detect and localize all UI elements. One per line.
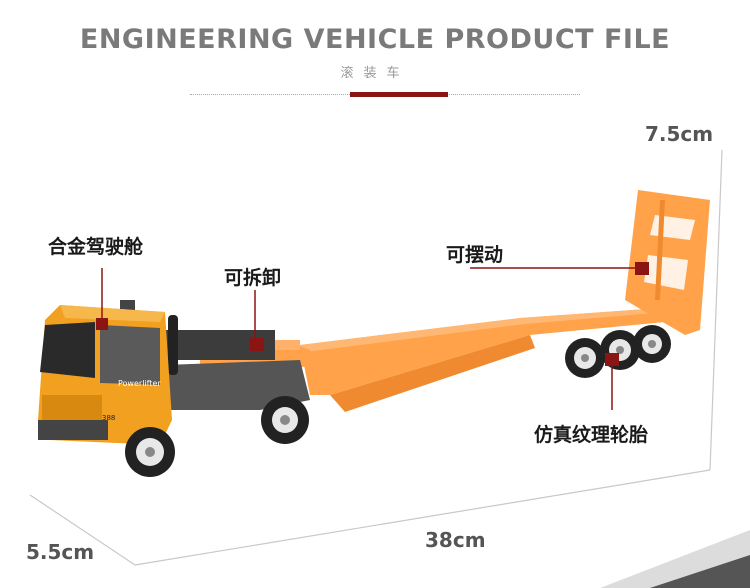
callout-cab-label: 合金驾驶舱	[48, 236, 144, 258]
cab-number: 388	[102, 414, 115, 422]
width-line	[29, 494, 136, 566]
page-title: ENGINEERING VEHICLE PRODUCT FILE	[79, 24, 671, 55]
callout-tires-label: 仿真纹理轮胎	[534, 424, 649, 446]
callout-detachable-label: 可拆卸	[224, 267, 282, 289]
callout-cab	[96, 268, 108, 330]
callout-swingable	[470, 262, 649, 275]
width-dimension: 5.5cm	[26, 540, 95, 564]
dimension-box	[29, 149, 723, 566]
callout-tires	[605, 353, 619, 410]
length-dimension: 38cm	[425, 528, 486, 552]
truck-cab: Powerlifter 388	[38, 305, 172, 445]
title-accent-bar	[350, 92, 448, 97]
page-subtitle: 滚装车	[340, 66, 410, 81]
door-logo: Powerlifter	[118, 379, 161, 388]
callout-detachable	[250, 290, 264, 351]
height-line	[709, 149, 723, 471]
floor-edge	[650, 555, 750, 588]
tractor-wheels	[125, 396, 309, 477]
height-dimension: 7.5cm	[645, 122, 714, 146]
callout-swingable-label: 可摆动	[446, 244, 504, 266]
trailer-wheels	[565, 325, 671, 378]
length-line	[134, 469, 711, 566]
